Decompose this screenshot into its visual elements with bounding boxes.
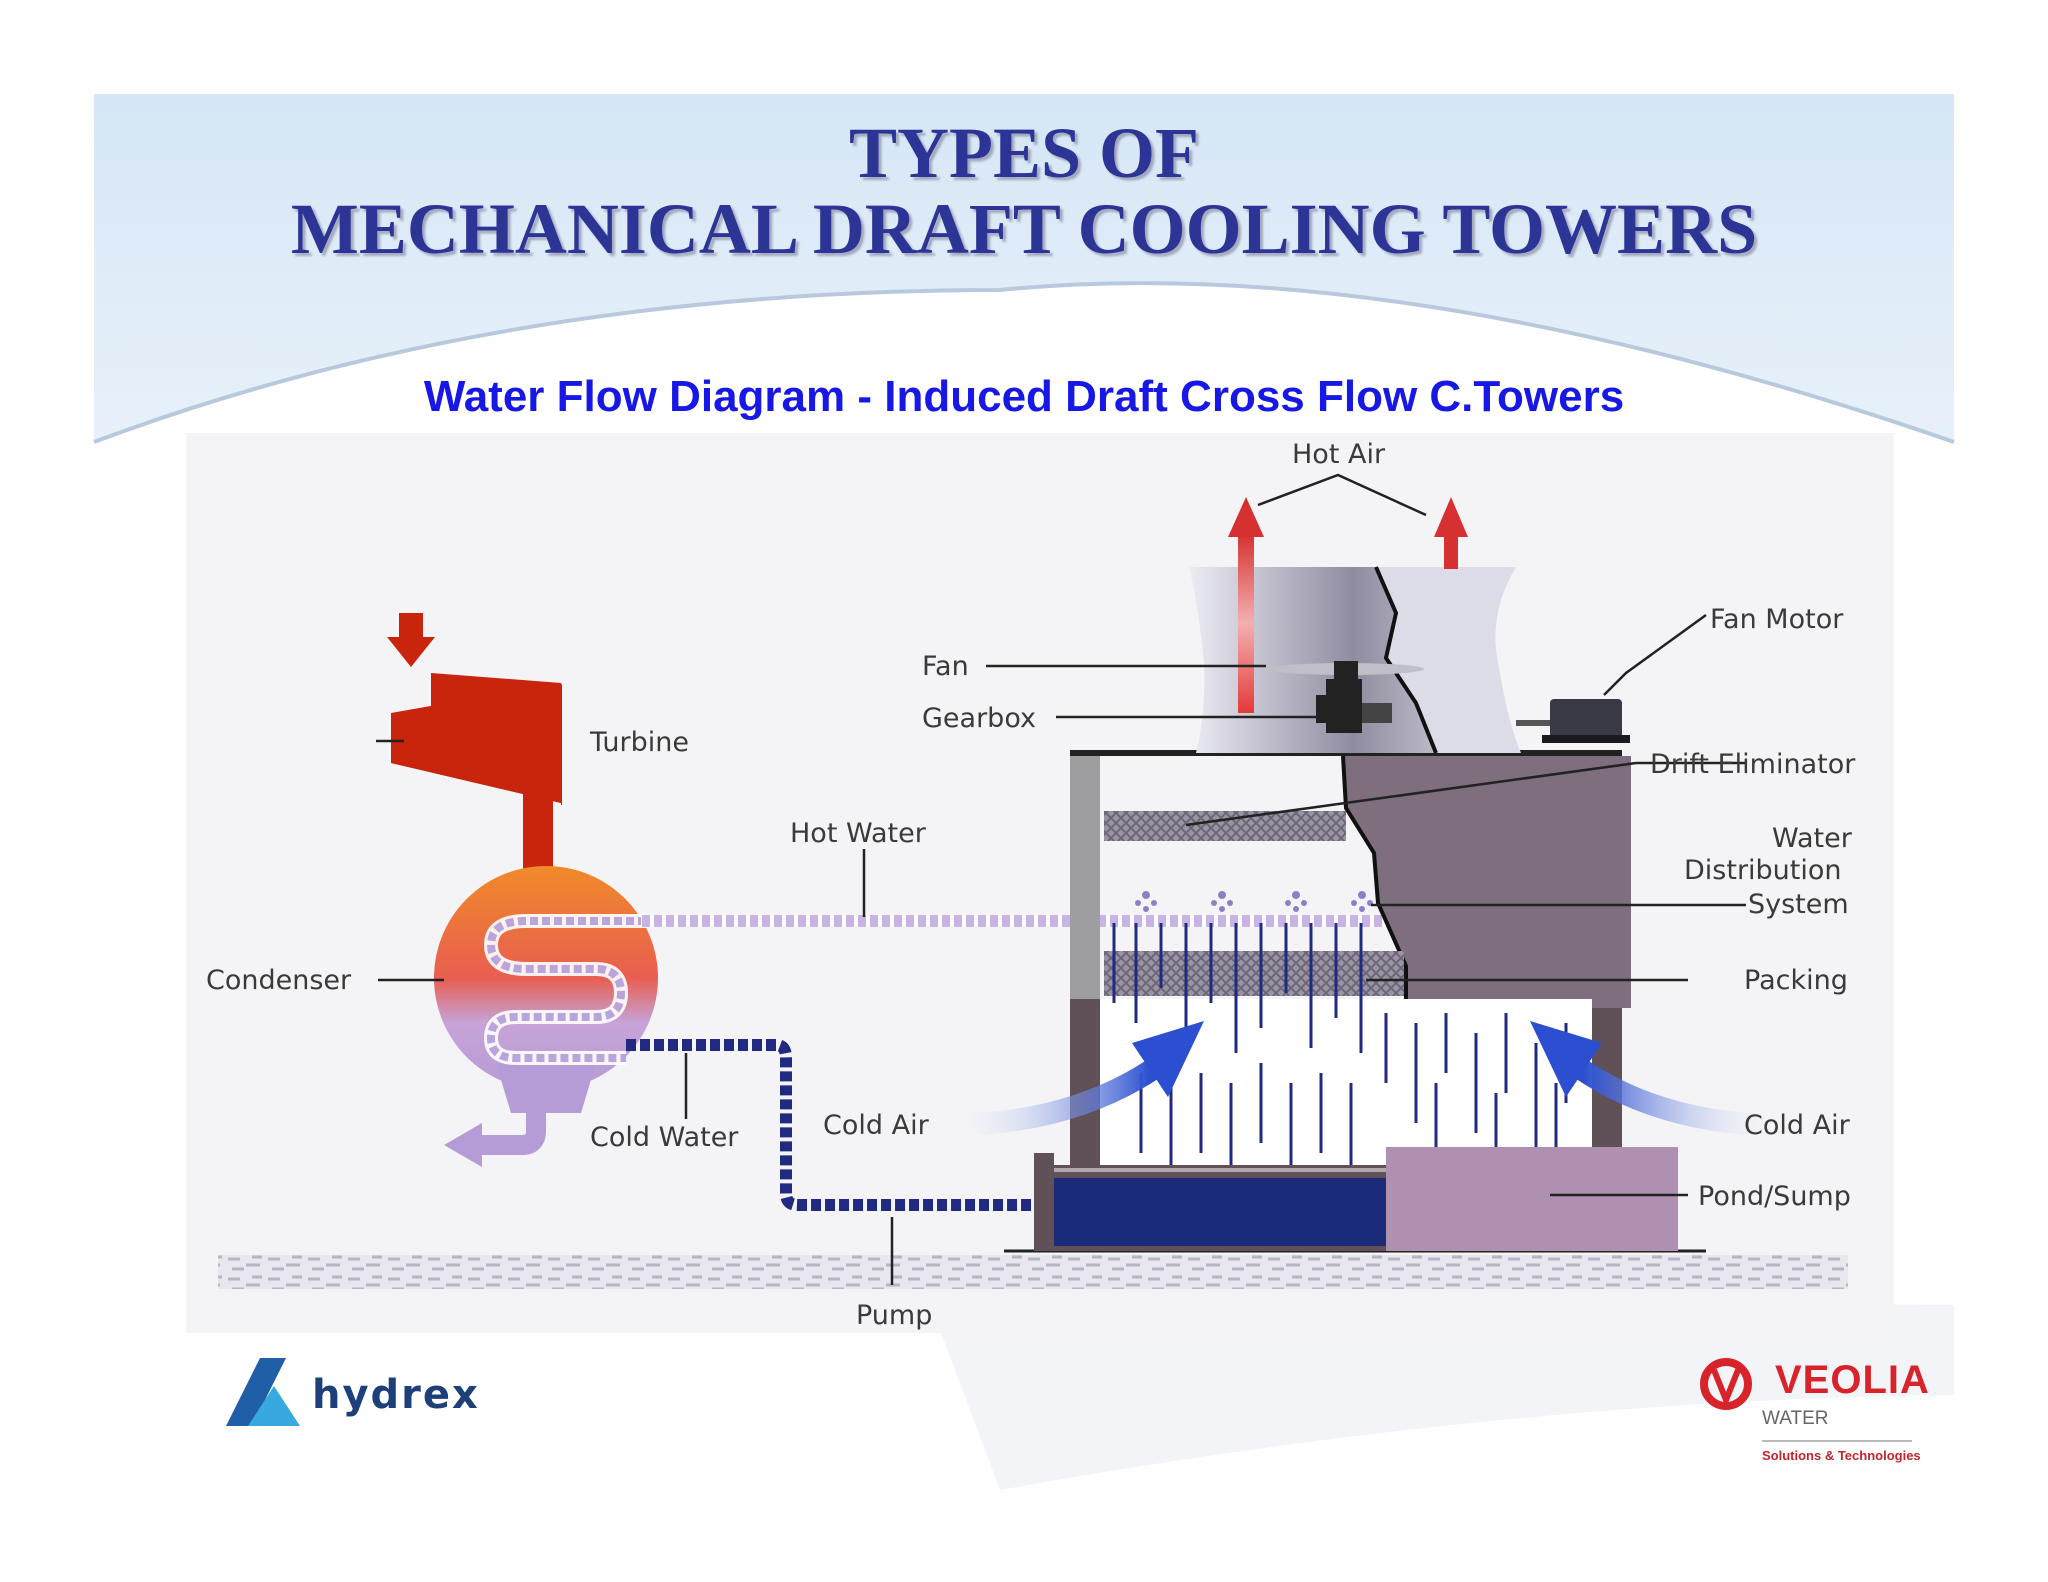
leader-lines [376, 473, 1746, 1285]
cold-water-pipe [626, 1039, 1056, 1211]
veolia-logo-mark [1700, 1358, 1752, 1410]
label-fan: Fan [922, 651, 969, 682]
veolia-divider [1762, 1440, 1912, 1442]
label-hot-air: Hot Air [1292, 439, 1386, 470]
gearbox [1316, 679, 1362, 733]
pond-sump [1386, 1147, 1678, 1251]
label-cold-air-left: Cold Air [823, 1110, 930, 1141]
cooling-tower-diagram: Hot Air Fan Motor Fan Gearbox Drift Elim… [186, 433, 1894, 1333]
hot-air-arrows [1228, 497, 1468, 713]
hot-water-pipe [641, 915, 1561, 927]
label-pond-sump: Pond/Sump [1698, 1181, 1851, 1212]
label-condenser: Condenser [206, 965, 352, 996]
fan-motor [1550, 699, 1622, 743]
label-packing: Packing [1744, 965, 1848, 996]
label-water-distribution-1: Water [1772, 823, 1853, 854]
page-title-line-2: MECHANICAL DRAFT COOLING TOWERS [290, 189, 1758, 269]
condenser [434, 866, 658, 1167]
cold-air-arrows [935, 1021, 1793, 1136]
hydrex-logo-text: hydrex [312, 1372, 480, 1418]
label-water-distribution-2: Distribution [1684, 855, 1842, 886]
label-cold-air-right: Cold Air [1744, 1110, 1851, 1141]
label-gearbox: Gearbox [922, 703, 1036, 734]
page-title-line-1: TYPES OF [848, 113, 1200, 193]
diagram-subtitle: Water Flow Diagram - Induced Draft Cross… [423, 372, 1625, 421]
basin-water [1054, 1178, 1404, 1246]
ground [218, 1255, 1848, 1289]
hydrex-logo-mark [226, 1358, 300, 1426]
label-hot-water: Hot Water [790, 818, 927, 849]
spray-nozzles [1135, 891, 1373, 912]
veolia-logo-subtext: WATER [1762, 1408, 1829, 1429]
veolia-tagline: Solutions & Technologies [1762, 1448, 1921, 1463]
label-turbine: Turbine [589, 727, 689, 758]
label-drift-eliminator: Drift Eliminator [1650, 749, 1856, 780]
label-water-distribution-3: System [1748, 889, 1849, 920]
label-fan-motor: Fan Motor [1710, 604, 1844, 635]
veolia-logo-text: VEOLIA [1775, 1358, 1930, 1402]
falling-water [1112, 923, 1568, 1188]
label-pump: Pump [856, 1300, 932, 1331]
label-cold-water: Cold Water [590, 1122, 739, 1153]
cooling-tower [1034, 566, 1678, 1251]
